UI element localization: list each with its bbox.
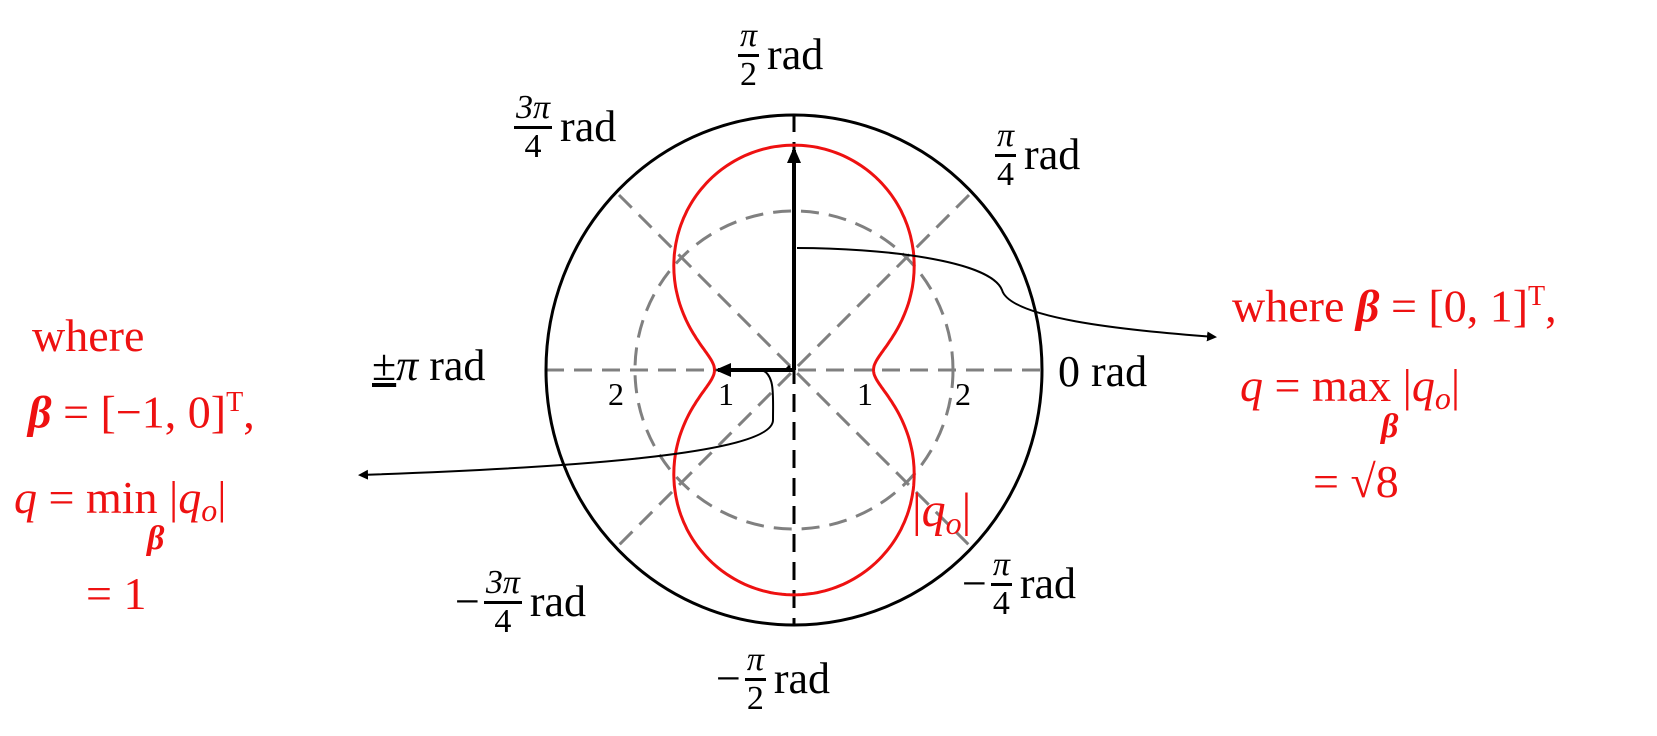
annotation-min-line1: where: [32, 310, 145, 361]
radial-tick-left-2: 2: [608, 376, 624, 412]
radial-tick-left-1: 1: [718, 376, 734, 412]
annotation-min-line4: = 1: [86, 568, 147, 619]
radial-tick-right-2: 2: [955, 376, 971, 412]
annotation-min-line2: β = [−1, 0]T,: [28, 386, 255, 438]
angle-label-0: 0 rad: [1058, 347, 1148, 396]
origin-mark: [784, 364, 792, 372]
annotation-min-line3: q = min |qo|: [14, 472, 227, 528]
radial-tick-right-1: 1: [857, 376, 873, 412]
annotation-max-line3: = √8: [1313, 456, 1399, 507]
annotation-max-line1: where β = [0, 1]T,: [1232, 280, 1557, 332]
curve-label: |qo|: [912, 484, 972, 541]
leader-line-min: [358, 369, 775, 480]
grid-spokes: [546, 193, 1042, 547]
annotation-min-beta-sub: β: [147, 520, 165, 557]
angle-label-pm-pi: ±π rad: [372, 341, 486, 390]
annotation-max-line2: q = max |qo|: [1240, 360, 1461, 416]
leader-line-max: [796, 247, 1217, 342]
q-magnitude-curve: [672, 143, 916, 597]
outer-circle: [544, 113, 1044, 627]
grid-circle-2: [633, 209, 955, 531]
annotation-max-beta-sub: β: [1381, 408, 1399, 445]
